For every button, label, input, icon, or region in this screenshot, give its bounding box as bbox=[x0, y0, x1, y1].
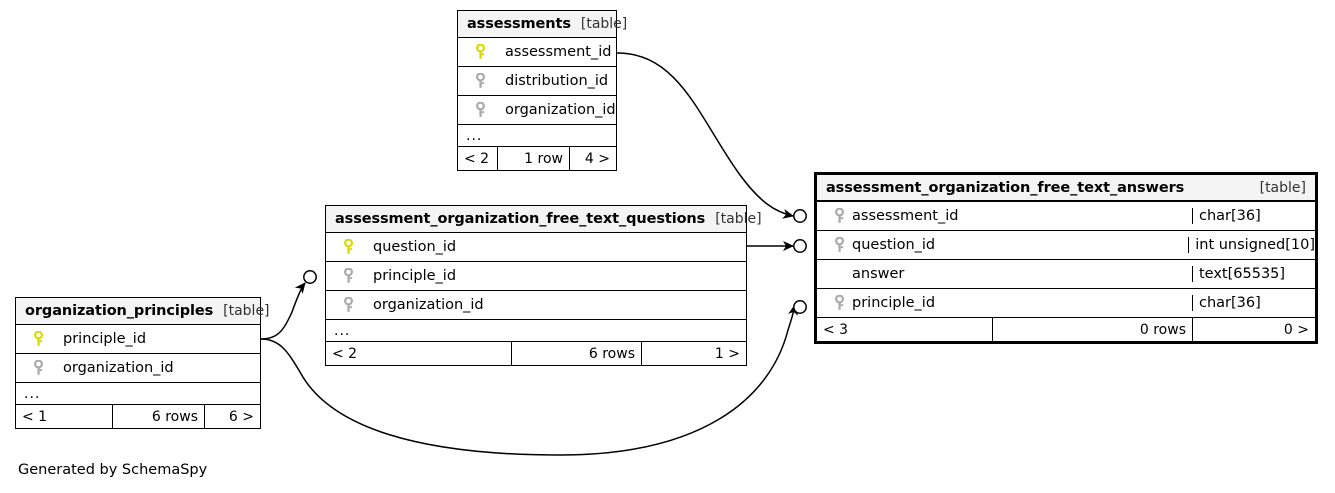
footer-row-count: 6 rows bbox=[511, 342, 641, 365]
column-row[interactable]: assessment_id char[36] bbox=[817, 202, 1315, 231]
column-main: principle_id bbox=[16, 331, 260, 347]
table-header: assessment_organization_free_text_answer… bbox=[817, 175, 1315, 202]
table-assessments[interactable]: assessments [table] assessment_id distri… bbox=[457, 10, 627, 171]
column-main: question_id bbox=[326, 239, 746, 255]
table-header: assessment_organization_free_text_questi… bbox=[326, 206, 762, 233]
key-icon-primary bbox=[467, 44, 493, 60]
key-icon-foreign bbox=[826, 295, 852, 311]
table-header: assessments [table] bbox=[458, 11, 627, 38]
column-row[interactable]: question_id int unsigned[10] bbox=[817, 231, 1315, 260]
table-type-tag: [table] bbox=[1259, 179, 1306, 196]
table-header: organization_principles [table] bbox=[16, 298, 270, 325]
more-columns-indicator: ... bbox=[16, 383, 260, 405]
footer-parents-count[interactable]: < 2 bbox=[464, 150, 490, 167]
edge-questions-to-answers bbox=[747, 239, 807, 253]
column-main: assessment_id bbox=[458, 44, 616, 60]
column-type: char[36] bbox=[1192, 295, 1315, 311]
table-type-tag: [table] bbox=[580, 16, 628, 32]
column-row[interactable]: question_id bbox=[326, 233, 746, 262]
column-type: text[65535] bbox=[1192, 266, 1315, 282]
column-name: assessment_id bbox=[505, 44, 612, 60]
column-main: organization_id bbox=[326, 297, 746, 313]
generated-by-caption: Generated by SchemaSpy bbox=[18, 462, 208, 478]
column-main: distribution_id bbox=[458, 73, 616, 89]
column-main: assessment_id bbox=[817, 208, 1192, 224]
key-icon-primary bbox=[25, 331, 51, 347]
column-row[interactable]: distribution_id bbox=[458, 67, 616, 96]
column-type: int unsigned[10] bbox=[1188, 237, 1315, 253]
optional-marker bbox=[303, 270, 317, 284]
table-title: organization_principles bbox=[25, 303, 214, 319]
key-icon-primary bbox=[335, 239, 361, 255]
table-title: assessments bbox=[467, 16, 571, 32]
column-main: answer bbox=[817, 266, 1192, 282]
footer-row-count: 6 rows bbox=[112, 405, 204, 428]
table-type-tag: [table] bbox=[715, 211, 762, 227]
column-row[interactable]: organization_id bbox=[16, 354, 260, 383]
footer-parents-count[interactable]: < 2 bbox=[332, 345, 358, 362]
key-icon-foreign bbox=[826, 237, 852, 253]
column-name: principle_id bbox=[852, 295, 936, 311]
footer-children-count[interactable]: 0 > bbox=[1192, 318, 1315, 341]
key-icon-foreign bbox=[335, 297, 361, 313]
table-assessment-organization-free-text-answers[interactable]: assessment_organization_free_text_answer… bbox=[814, 172, 1318, 344]
column-name: question_id bbox=[852, 237, 936, 253]
optional-marker bbox=[793, 239, 807, 253]
column-name: organization_id bbox=[505, 102, 616, 118]
column-type: char[36] bbox=[1192, 208, 1315, 224]
column-main: principle_id bbox=[326, 268, 746, 284]
footer-row-count: 0 rows bbox=[992, 318, 1192, 341]
table-footer: < 2 6 rows 1 > bbox=[326, 342, 746, 365]
table-title: assessment_organization_free_text_answer… bbox=[826, 179, 1185, 196]
column-name: organization_id bbox=[63, 360, 174, 376]
key-icon-foreign bbox=[467, 102, 493, 118]
table-footer: < 1 6 rows 6 > bbox=[16, 405, 260, 428]
column-main: principle_id bbox=[817, 295, 1192, 311]
column-main: question_id bbox=[817, 237, 1188, 253]
column-row[interactable]: organization_id bbox=[326, 291, 746, 320]
table-organization-principles[interactable]: organization_principles [table] principl… bbox=[15, 297, 270, 429]
table-type-tag: [table] bbox=[223, 303, 270, 319]
column-row[interactable]: assessment_id bbox=[458, 38, 616, 67]
column-main: organization_id bbox=[458, 102, 616, 118]
footer-parents-count[interactable]: < 1 bbox=[22, 408, 48, 425]
column-row[interactable]: principle_id bbox=[16, 325, 260, 354]
column-row[interactable]: principle_id char[36] bbox=[817, 289, 1315, 318]
key-icon-foreign bbox=[25, 360, 51, 376]
column-main: organization_id bbox=[16, 360, 260, 376]
column-name: answer bbox=[852, 266, 905, 282]
table-title: assessment_organization_free_text_questi… bbox=[335, 211, 706, 227]
column-name: organization_id bbox=[373, 297, 484, 313]
table-footer: < 3 0 rows 0 > bbox=[817, 318, 1315, 341]
column-name: distribution_id bbox=[505, 73, 609, 89]
footer-parents-count[interactable]: < 3 bbox=[823, 321, 849, 338]
optional-marker bbox=[793, 209, 807, 223]
table-footer: < 2 1 row 4 > bbox=[458, 147, 616, 170]
table-assessment-organization-free-text-questions[interactable]: assessment_organization_free_text_questi… bbox=[325, 205, 762, 366]
more-columns-indicator: ... bbox=[326, 320, 746, 342]
column-name: principle_id bbox=[63, 331, 147, 347]
more-columns-indicator: ... bbox=[458, 125, 616, 147]
edge-assessments-to-answers bbox=[616, 52, 807, 223]
column-name: principle_id bbox=[373, 268, 457, 284]
key-icon-foreign bbox=[467, 73, 493, 89]
footer-row-count: 1 row bbox=[497, 147, 569, 170]
key-icon-foreign bbox=[826, 208, 852, 224]
column-name: assessment_id bbox=[852, 208, 959, 224]
key-icon-foreign bbox=[335, 268, 361, 284]
column-row[interactable]: organization_id bbox=[458, 96, 616, 125]
column-row[interactable]: principle_id bbox=[326, 262, 746, 291]
optional-marker bbox=[793, 300, 807, 314]
column-name: question_id bbox=[373, 239, 457, 255]
footer-children-count[interactable]: 6 > bbox=[204, 405, 260, 428]
footer-children-count[interactable]: 1 > bbox=[641, 342, 746, 365]
footer-children-count[interactable]: 4 > bbox=[569, 147, 616, 170]
column-row[interactable]: answer text[65535] bbox=[817, 260, 1315, 289]
